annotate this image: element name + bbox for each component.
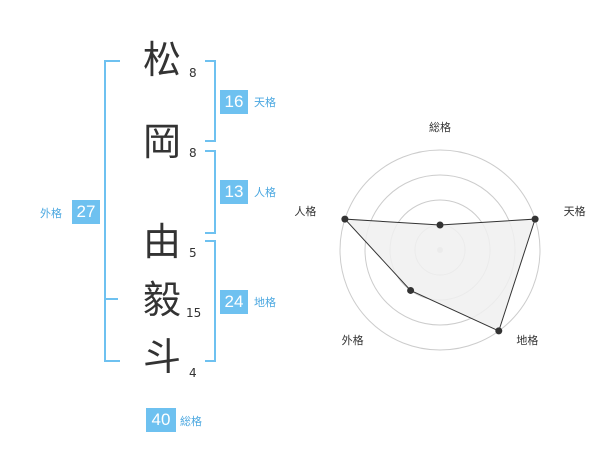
- radar-point-2: [531, 215, 539, 223]
- jinkaku-label: 人格: [254, 186, 276, 199]
- radar-point-4: [407, 286, 415, 294]
- radar-point-3: [495, 327, 503, 335]
- tenkaku-value: 16: [220, 90, 248, 114]
- radar-point-1: [436, 221, 444, 229]
- radar-point-5: [341, 215, 349, 223]
- gaikaku-bracket-split: [104, 298, 118, 300]
- stroke-count-5: 4: [189, 366, 197, 380]
- jinkaku-bracket: [205, 150, 216, 234]
- soukaku-value: 40: [146, 408, 176, 432]
- name-char-1: 松: [142, 38, 181, 82]
- name-char-3: 由: [142, 220, 181, 264]
- chikaku-bracket: [205, 240, 216, 362]
- radar-axis-label-1: 総格: [429, 120, 451, 134]
- gaikaku-bracket: [104, 60, 120, 362]
- chikaku-label: 地格: [254, 296, 276, 309]
- radar-axis-label-3: 地格: [516, 333, 538, 347]
- gaikaku-value: 27: [72, 200, 100, 224]
- name-char-4: 毅: [142, 278, 181, 322]
- stroke-count-4: 15: [186, 306, 202, 320]
- name-char-2: 岡: [142, 120, 181, 164]
- radar-axis-label-4: 外格: [342, 333, 364, 347]
- soukaku-label: 総格: [180, 415, 202, 428]
- chikaku-value: 24: [220, 290, 248, 314]
- stroke-count-2: 8: [189, 146, 197, 160]
- jinkaku-value: 13: [220, 180, 248, 204]
- radar-area: [343, 218, 536, 332]
- tenkaku-bracket: [205, 60, 216, 142]
- tenkaku-label: 天格: [254, 96, 276, 109]
- radar-ring: [339, 149, 541, 351]
- radar-points: [341, 215, 539, 335]
- name-char-5: 斗: [142, 335, 181, 379]
- stroke-count-3: 5: [189, 246, 197, 260]
- radar-axis-label-5: 人格: [294, 204, 316, 218]
- radar-axis-label-2: 天格: [564, 204, 586, 218]
- stroke-count-1: 8: [189, 66, 197, 80]
- gaikaku-label: 外格: [40, 207, 62, 220]
